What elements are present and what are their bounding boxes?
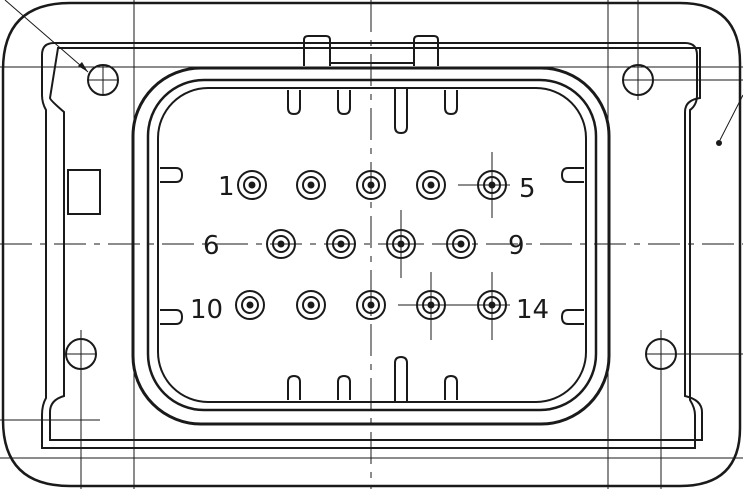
pin-2 (296, 170, 326, 200)
leader-line (4, 0, 89, 73)
mounting-hole-top-right (622, 64, 654, 96)
pin-label-9: 9 (508, 231, 525, 261)
leader-arrowhead (78, 62, 88, 72)
latch-tabs (303, 35, 439, 66)
pin-11 (296, 290, 326, 320)
pin-5 (477, 170, 507, 200)
pin-6 (266, 229, 296, 259)
pin-4 (416, 170, 446, 200)
pin-10 (235, 290, 265, 320)
pin-label-1: 1 (218, 172, 235, 202)
receptacle-cavity (157, 87, 587, 403)
mounting-hole-top-left (87, 64, 119, 96)
pin-1 (237, 170, 267, 200)
mounting-holes (65, 64, 677, 370)
pin-label-10: 10 (190, 295, 223, 325)
keying-ribs (160, 88, 584, 402)
pin-3 (356, 170, 386, 200)
receptacle-outer-wall (131, 66, 611, 426)
pin-label-14: 14 (516, 295, 549, 325)
pin-label-5: 5 (519, 174, 536, 204)
receptacle-inner-wall (146, 78, 598, 412)
leader-dot (716, 140, 722, 146)
pins (235, 170, 507, 320)
pin-14 (477, 290, 507, 320)
pin-8 (386, 229, 416, 259)
pin-9 (446, 229, 476, 259)
mounting-hole-bottom-left (65, 338, 97, 370)
housing-inner-outline (41, 42, 698, 449)
pin-13 (416, 290, 446, 320)
pin-label-6: 6 (203, 231, 220, 261)
mounting-hole-bottom-right (645, 338, 677, 370)
polarization-slot (67, 169, 101, 215)
pin-7 (326, 229, 356, 259)
flange-outline (48, 47, 703, 441)
pin-12 (356, 290, 386, 320)
pin-labels: 1 5 6 9 10 14 (190, 172, 549, 325)
